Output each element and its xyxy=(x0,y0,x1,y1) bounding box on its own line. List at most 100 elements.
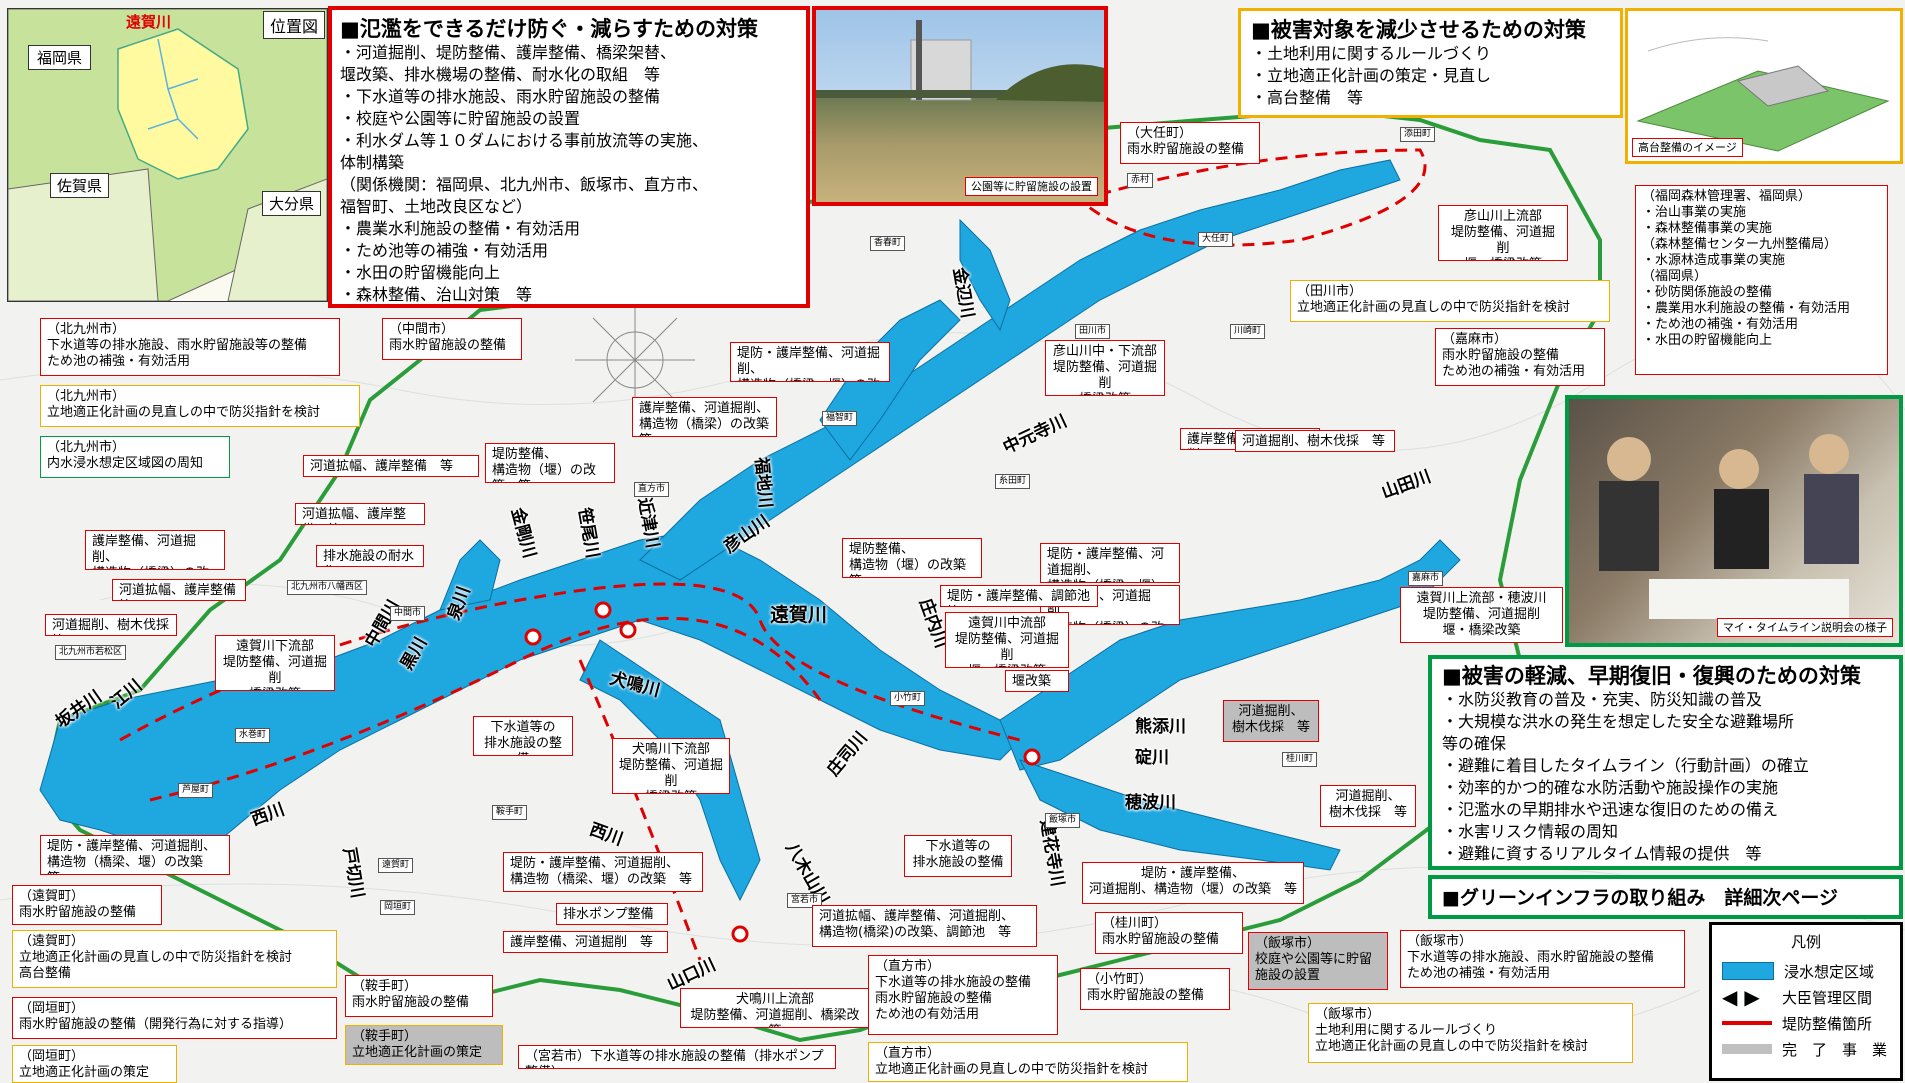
inset-pref-oita: 大分県 xyxy=(262,191,322,216)
town-label: 赤村 xyxy=(1127,173,1154,188)
flood-area-onga-upper xyxy=(999,539,1461,771)
town-label: 糸田町 xyxy=(995,474,1031,489)
callout-levee-3: 堤防・護岸整備、河道掘削、 構造物（橋梁、堰）の改築 等 xyxy=(730,342,890,382)
callout-iizuka-2: （飯塚市） 下水道等の排水施設、雨水貯留施設の整備 ため池の補強・有効活用 xyxy=(1400,930,1685,988)
flood-line: ・農業水利施設の整備・有効活用 xyxy=(340,219,581,238)
town-label: 川崎町 xyxy=(1230,324,1266,339)
callout-levee-4: 堤防・護岸整備、河道掘削、 構造物（橋梁、堰）の改築 等 xyxy=(1040,543,1180,583)
flood-line: 堰改築、排水機場の整備、耐水化の取組 等 xyxy=(340,65,661,84)
flood-prevention-panel: ■氾濫をできるだけ防ぐ・減らすための対策 ・河道掘削、堤防整備、護岸整備、橋梁架… xyxy=(328,6,810,308)
callout-onga-town-2: （遠賀町） 立地適正化計画の見直しの中で防災指針を検討 高台整備 xyxy=(12,930,337,988)
recovery-line: ・避難に着目したタイムライン（行動計画）の確立 xyxy=(1442,756,1809,775)
town-label: 北九州市若松区 xyxy=(55,645,127,660)
callout-forest: （福岡森林管理署、福岡県） ・治山事業の実施 ・森林整備事業の実施 （森林整備セ… xyxy=(1635,185,1888,375)
callout-river-widen-4: 河道拡幅、護岸整備、河道掘削、 構造物(橋梁)の改築、調節池 等 xyxy=(812,905,1037,947)
flood-line: 福智町、土地改良区など） xyxy=(340,197,533,216)
recovery-line: ・大規模な洪水の発生を想定した安全な避難場所 xyxy=(1442,712,1795,731)
callout-inunaki-lower: 犬鳴川下流部 堤防整備、河道掘削 橋梁改築 xyxy=(612,738,730,794)
inset-title: 位置図 xyxy=(262,11,325,39)
flood-line: ・河道掘削、堤防整備、護岸整備、橋梁架替、 xyxy=(340,43,677,62)
callout-kama: （嘉麻市） 雨水貯留施設の整備 ため池の補強・有効活用 xyxy=(1435,328,1605,386)
town-label: 直方市 xyxy=(634,482,670,497)
callout-onga-upper: 遠賀川上流部・穂波川 堤防整備、河道掘削 堰・橋梁改築 xyxy=(1400,587,1563,643)
callout-sewer-1: 下水道等の 排水施設の整備 xyxy=(473,716,573,756)
callout-levee-1: 堤防・護岸整備、河道掘削、 構造物（橋梁、堰）の改築 等 xyxy=(40,835,230,875)
legend-row: 堤防整備箇所 xyxy=(1722,1010,1890,1036)
town-label: 宮若市 xyxy=(787,893,823,908)
flood-line: ・利水ダム等１０ダムにおける事前放流等の実施、 xyxy=(340,131,709,150)
callout-onga-town-1: （遠賀町） 雨水貯留施設の整備 xyxy=(12,885,162,925)
recovery-line: 等の確保 xyxy=(1442,734,1507,753)
callout-nogata-1: （直方市） 下水道等の排水施設の整備 雨水貯留施設の整備 ため池の有効活用 xyxy=(868,955,1058,1035)
flood-line: ・校庭や公園等に貯留施設の設置 xyxy=(340,109,581,128)
highground-caption: 高台整備のイメージ xyxy=(1632,138,1743,157)
callout-hikosan-upper: 彦山川上流部 堤防整備、河道掘削 堰・橋梁改築 xyxy=(1438,205,1568,261)
callout-hikosan-mid: 彦山川中・下流部 堤防整備、河道掘削 橋梁改築 xyxy=(1045,340,1165,396)
legend-label: 完 了 事 業 xyxy=(1782,1040,1888,1059)
target-reduction-title: ■被害対象を減少させるための対策 xyxy=(1251,18,1586,42)
callout-okagaki-2: （岡垣町） 立地適正化計画の策定 xyxy=(12,1045,177,1083)
callout-inunaki-upper: 犬鳴川上流部 堤防整備、河道掘削、橋梁改築 xyxy=(680,988,870,1028)
callout-weir-1: 堤防整備、 構造物（堰）の改築 等 xyxy=(485,443,615,483)
flood-area-kanaya xyxy=(439,539,501,611)
callout-river-widen-2: 河道拡幅、護岸整備 等 xyxy=(295,503,425,525)
flood-area-honami xyxy=(1019,759,1341,871)
recovery-line: ・効率的かつ的確な水防活動や施設操作の実施 xyxy=(1442,778,1779,797)
callout-onga-mid: 遠賀川中流部 堤防整備、河道掘削 堰・橋梁改築 xyxy=(945,612,1069,668)
target-line: ・土地利用に関するルールづくり xyxy=(1251,44,1492,63)
minister-section-icon: ◀ ▶ xyxy=(1722,985,1760,1009)
town-label: 香春町 xyxy=(870,236,906,251)
inset-pref-fukuoka: 福岡県 xyxy=(28,45,92,70)
flood-line: ・下水道等の排水施設、雨水貯留施設の整備 xyxy=(340,87,661,106)
town-label: 岡垣町 xyxy=(380,900,416,915)
callout-kurate-1: （鞍手町） 雨水貯留施設の整備 xyxy=(345,975,493,1017)
callout-miyawaka: （宮若市）下水道等の排水施設の整備（排水ポンプ整備） xyxy=(518,1045,836,1069)
callout-ooto: （大任町） 雨水貯留施設の整備 xyxy=(1120,122,1260,164)
callout-river-widen-3: 河道拡幅、護岸整備 等 xyxy=(112,579,246,601)
flood-line: ・水田の貯留機能向上 xyxy=(340,263,501,282)
callout-kitakyushu-1: （北九州市） 下水道等の排水施設、雨水貯留施設等の整備 ため池の補強・有効活用 xyxy=(40,318,340,376)
storage-photo-caption: 公園等に貯留施設の設置 xyxy=(965,177,1098,196)
callout-kitakyushu-2: （北九州市） 立地適正化計画の見直しの中で防災指針を検討 xyxy=(40,385,360,427)
callout-nakama: （中間市） 雨水貯留施設の整備 xyxy=(382,318,522,360)
recovery-panel: ■被害の軽減、早期復旧・復興のための対策 ・水防災教育の普及・充実、防災知識の普… xyxy=(1428,655,1903,870)
target-line: ・高台整備 等 xyxy=(1251,88,1364,107)
timeline-caption: マイ・タイムライン説明会の様子 xyxy=(1716,618,1893,637)
legend-label: 大臣管理区間 xyxy=(1782,988,1873,1007)
legend-label: 浸水想定区域 xyxy=(1784,962,1875,981)
callout-tagawa: （田川市） 立地適正化計画の見直しの中で防災指針を検討 xyxy=(1290,280,1610,322)
callout-sewer-2: 下水道等の 排水施設の整備 xyxy=(904,835,1012,877)
callout-kurate-2: （鞍手町） 立地適正化計画の策定 xyxy=(345,1025,503,1065)
flood-line: 体制構築 xyxy=(340,153,405,172)
target-line: ・立地適正化計画の策定・見直し xyxy=(1251,66,1492,85)
callout-weir-mod: 堰改築 xyxy=(1005,670,1069,692)
green-infra-banner[interactable]: ■グリーンインフラの取り組み 詳細次ページ xyxy=(1428,875,1903,919)
inset-map xyxy=(8,9,327,301)
town-label: 中間市 xyxy=(390,606,426,621)
green-infra-link[interactable]: ■グリーンインフラの取り組み 詳細次ページ xyxy=(1442,887,1839,909)
river-label: 遠賀川 xyxy=(770,604,828,626)
callout-dredge-2: 河道掘削、樹木伐採 等 xyxy=(1235,430,1395,452)
callout-revetment-2: 護岸整備、河道掘削 等 xyxy=(503,931,668,953)
river-label: 穂波川 xyxy=(1125,793,1176,813)
town-label: 水巻町 xyxy=(235,728,271,743)
town-label: 桂川町 xyxy=(1282,752,1318,767)
callout-river-widen-1: 河道拡幅、護岸整備 等 xyxy=(303,455,479,477)
flood-line: ・森林整備、治山対策 等 xyxy=(340,285,533,304)
location-inset: 位置図 遠賀川 福岡県 佐賀県 大分県 xyxy=(7,8,328,302)
flood-prevention-title: ■氾濫をできるだけ防ぐ・減らすための対策 xyxy=(340,17,758,41)
town-label: 福智町 xyxy=(822,411,858,426)
river-label: 碇川 xyxy=(1135,748,1169,768)
callout-weir-2: 堤防整備、 構造物（堰）の改築 等 xyxy=(842,538,982,578)
compass-rose xyxy=(575,300,695,420)
legend-row: ◀ ▶ 大臣管理区間 xyxy=(1722,984,1890,1010)
flood-line: ・ため池等の補強・有効活用 xyxy=(340,241,549,260)
flood-area-swatch xyxy=(1722,962,1774,980)
callout-levee-6: 堤防・護岸整備、 河道掘削、構造物（堰）の改築 等 xyxy=(1082,862,1304,904)
photo-scene xyxy=(816,20,1104,102)
flood-area-inunaki xyxy=(579,639,761,902)
callout-iizuka-3: （飯塚市） 土地利用に関するルールづくり 立地適正化計画の見直しの中で防災指針を… xyxy=(1308,1003,1633,1063)
town-label: 小竹町 xyxy=(890,691,926,706)
legend-row: 浸水想定区域 xyxy=(1722,958,1890,984)
callout-onga-lower: 遠賀川下流部 堤防整備、河道掘削 橋梁改築 xyxy=(215,635,335,691)
